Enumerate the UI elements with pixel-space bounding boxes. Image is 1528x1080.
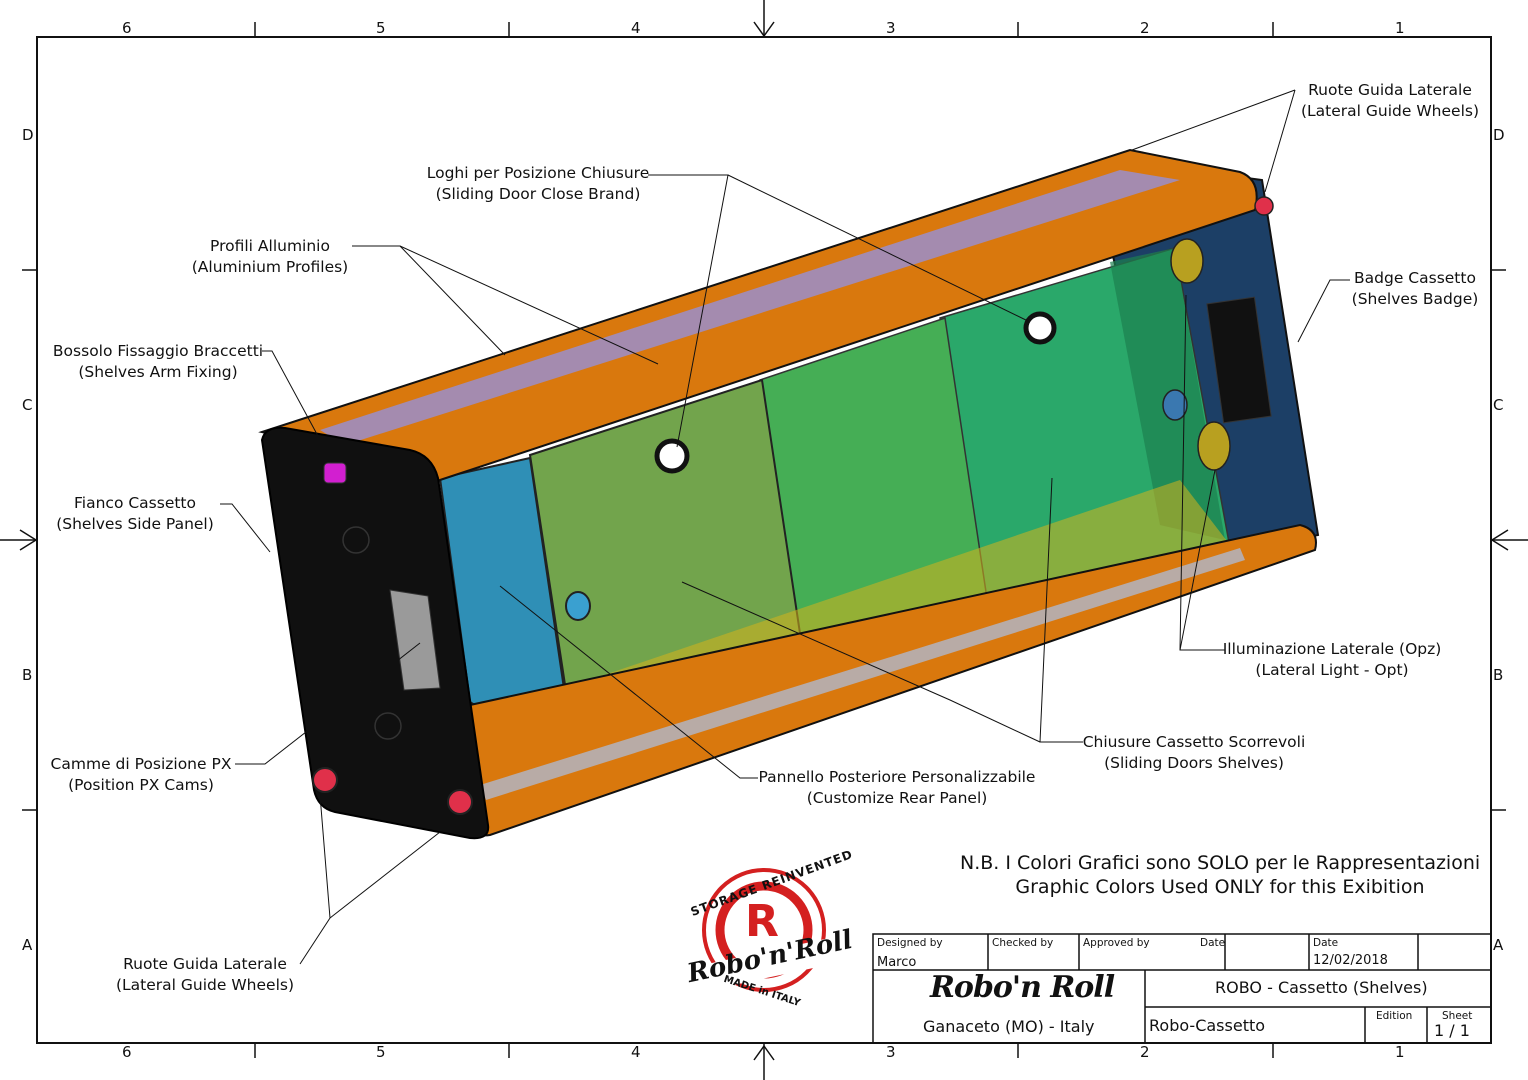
date-label-1: Date: [1200, 937, 1226, 949]
zone-bottom-5: 5: [376, 1043, 386, 1061]
edition-label: Edition: [1376, 1010, 1413, 1022]
designed-by-value: Marco: [877, 955, 917, 970]
callout-cams: Camme di Posizione PX (Position PX Cams): [46, 754, 236, 796]
callout-guide-wheels-top: Ruote Guida Laterale (Lateral Guide Whee…: [1300, 80, 1480, 122]
callout-line1: Badge Cassetto: [1354, 269, 1476, 287]
zone-bottom-2: 2: [1140, 1043, 1150, 1061]
callout-line1: Illuminazione Laterale (Opz): [1222, 640, 1442, 658]
callout-rear-panel: Pannello Posteriore Personalizzabile (Cu…: [752, 767, 1042, 809]
zone-top-6: 6: [122, 19, 132, 37]
date-label-2: Date: [1313, 937, 1339, 949]
zone-top-2: 2: [1140, 19, 1150, 37]
logo-letter: R: [745, 896, 779, 947]
zone-right-b: B: [1493, 666, 1504, 684]
brand-logo-2: [1023, 311, 1057, 345]
callout-line1: Profili Alluminio: [210, 237, 330, 255]
zone-bottom-6: 6: [122, 1043, 132, 1061]
callout-line1: Ruote Guida Laterale: [1308, 81, 1472, 99]
side-hole-1: [342, 526, 370, 554]
side-panel: [260, 426, 490, 840]
note-line1: N.B. I Colori Grafici sono SOLO per le R…: [960, 852, 1481, 874]
wheel-front-right: [447, 789, 473, 815]
sheet-value: 1 / 1: [1434, 1021, 1470, 1040]
callout-guide-wheels-bottom: Ruote Guida Laterale (Lateral Guide Whee…: [110, 954, 300, 996]
callout-line1: Camme di Posizione PX: [50, 755, 232, 773]
zone-right-d: D: [1493, 126, 1505, 144]
zone-top-3: 3: [886, 19, 896, 37]
callout-line2: (Shelves Arm Fixing): [78, 363, 238, 381]
callout-line1: Pannello Posteriore Personalizzabile: [758, 768, 1036, 786]
light-2: [1197, 421, 1231, 471]
callout-line1: Ruote Guida Laterale: [123, 955, 287, 973]
drawing-title: ROBO - Cassetto (Shelves): [1215, 978, 1428, 997]
callout-sliding-doors: Chiusure Cassetto Scorrevoli (Sliding Do…: [1080, 732, 1308, 774]
rear-hole: [565, 591, 591, 621]
designed-by-label: Designed by: [877, 937, 943, 949]
checked-by-label: Checked by: [992, 937, 1054, 949]
leader-lines: [220, 89, 1350, 965]
zone-left-a: A: [22, 936, 33, 954]
light-1: [1170, 238, 1204, 284]
badge: [1206, 296, 1272, 424]
top-profile-groove: [320, 170, 1180, 445]
callout-arm-fixing: Bossolo Fissaggio Braccetti (Shelves Arm…: [48, 341, 268, 383]
sheet-label: Sheet: [1442, 1010, 1473, 1022]
callout-line2: (Shelves Badge): [1351, 290, 1479, 308]
callout-badge: Badge Cassetto (Shelves Badge): [1340, 268, 1490, 310]
callout-line2: (Customize Rear Panel): [806, 789, 988, 807]
zone-left-b: B: [22, 666, 33, 684]
callout-logos: Loghi per Posizione Chiusure (Sliding Do…: [418, 163, 658, 205]
callout-side-panel: Fianco Cassetto (Shelves Side Panel): [50, 493, 220, 535]
zone-top-5: 5: [376, 19, 386, 37]
callout-line1: Fianco Cassetto: [74, 494, 196, 512]
callout-line1: Bossolo Fissaggio Braccetti: [52, 342, 264, 360]
zone-top-4: 4: [631, 19, 641, 37]
color-note: N.B. I Colori Grafici sono SOLO per le R…: [960, 851, 1480, 899]
approved-by-label: Approved by: [1083, 937, 1150, 949]
callout-line2: (Shelves Side Panel): [56, 515, 214, 533]
title-block: [872, 933, 1492, 1044]
company-location: Ganaceto (MO) - Italy: [923, 1017, 1095, 1036]
zone-right-c: C: [1493, 396, 1504, 414]
callout-line2: (Position PX Cams): [68, 776, 214, 794]
callout-line2: (Lateral Light - Opt): [1255, 661, 1409, 679]
zone-bottom-1: 1: [1395, 1043, 1405, 1061]
zone-ticks: [22, 22, 1506, 1058]
date-value: 12/02/2018: [1313, 953, 1388, 968]
company-brand: Robo'n Roll: [930, 970, 1115, 1005]
note-line2: Graphic Colors Used ONLY for this Exibit…: [1015, 876, 1425, 898]
drawer-model: [258, 148, 1320, 840]
wheel-front-left: [312, 767, 338, 793]
callout-light: Illuminazione Laterale (Opz) (Lateral Li…: [1222, 639, 1442, 681]
zone-bottom-3: 3: [886, 1043, 896, 1061]
callout-line1: Chiusure Cassetto Scorrevoli: [1082, 733, 1306, 751]
zone-top-1: 1: [1395, 19, 1405, 37]
callout-line2: (Aluminium Profiles): [191, 258, 349, 276]
zone-right-a: A: [1493, 936, 1504, 954]
callout-line2: (Lateral Guide Wheels): [116, 976, 294, 994]
part-name: Robo-Cassetto: [1149, 1016, 1266, 1035]
brand-logo-1: [654, 438, 690, 474]
callout-profiles: Profili Alluminio (Aluminium Profiles): [180, 236, 360, 278]
wheel-rear: [1254, 196, 1274, 216]
bottom-profile-edge: [480, 548, 1245, 800]
company-logo: [688, 868, 842, 994]
zone-left-d: D: [22, 126, 34, 144]
door-hole: [1162, 389, 1188, 421]
callout-line1: Loghi per Posizione Chiusure: [426, 164, 650, 182]
arm-fixing: [323, 462, 347, 484]
callout-line2: (Sliding Door Close Brand): [435, 185, 641, 203]
side-hole-2: [374, 712, 402, 740]
logo-band: [688, 936, 842, 994]
zone-left-c: C: [22, 396, 33, 414]
callout-line2: (Sliding Doors Shelves): [1104, 754, 1284, 772]
cam-plate: [389, 589, 441, 691]
zone-bottom-4: 4: [631, 1043, 641, 1061]
callout-line2: (Lateral Guide Wheels): [1301, 102, 1479, 120]
